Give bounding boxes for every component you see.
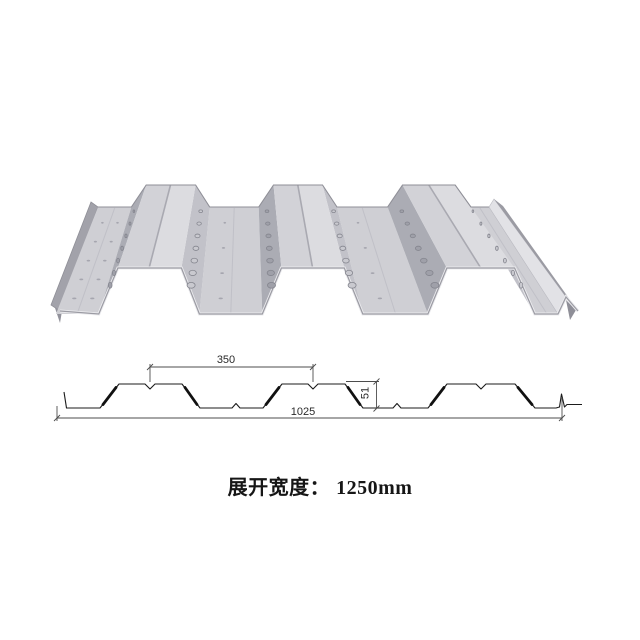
dim-label-rib-height: 51 bbox=[360, 387, 372, 399]
deck-front-edge-highlight bbox=[59, 266, 580, 316]
emboss-dimple-rows bbox=[107, 209, 524, 289]
emboss-dimple bbox=[198, 209, 203, 213]
rib-top-left-facet bbox=[402, 185, 481, 268]
emboss-dimple bbox=[495, 245, 499, 251]
emboss-dimple bbox=[425, 269, 434, 276]
emboss-dimple bbox=[347, 281, 357, 289]
deck-right-edge-hook bbox=[566, 300, 576, 320]
valley-emboss-tick bbox=[356, 221, 360, 224]
deck-valley bbox=[56, 207, 132, 314]
emboss-dimple bbox=[194, 233, 201, 239]
deck-valley bbox=[199, 207, 263, 314]
emboss-dimple bbox=[116, 257, 120, 264]
rib-top-groove bbox=[148, 184, 172, 269]
profile-outline bbox=[63, 383, 582, 409]
valley-emboss-tick bbox=[72, 297, 77, 300]
deck-3d-render bbox=[50, 184, 580, 323]
emboss-dimple bbox=[344, 269, 354, 276]
dim-label-top-pitch: 350 bbox=[217, 354, 235, 366]
valley-emboss-tick bbox=[93, 240, 97, 243]
emboss-dimple bbox=[107, 281, 113, 289]
dimension-rib-height bbox=[346, 378, 380, 412]
emboss-dimple bbox=[132, 209, 136, 213]
valley-emboss-tick bbox=[220, 272, 224, 274]
emboss-dimple bbox=[339, 245, 347, 251]
emboss-dimple bbox=[518, 281, 524, 289]
emboss-dimple bbox=[430, 281, 440, 289]
valley-emboss-tick bbox=[223, 221, 227, 224]
dim-label-cover-width: 1025 bbox=[291, 406, 315, 418]
valley-emboss-tick bbox=[116, 221, 119, 224]
emboss-dimple bbox=[503, 257, 507, 264]
valley-emboss-tick bbox=[90, 297, 95, 300]
valley-emboss-tick bbox=[96, 278, 101, 281]
emboss-dimple bbox=[414, 245, 422, 251]
rib-top-left-facet bbox=[117, 185, 171, 268]
dimension-top-pitch bbox=[146, 363, 317, 382]
emboss-dimple bbox=[120, 245, 124, 251]
valley-emboss-tick bbox=[101, 221, 104, 224]
emboss-dimple bbox=[334, 221, 340, 226]
emboss-dimple bbox=[471, 209, 475, 213]
emboss-dimple bbox=[124, 233, 128, 239]
emboss-dimple bbox=[336, 233, 343, 239]
emboss-dimple bbox=[265, 221, 271, 226]
deck-right-upstand-outer bbox=[494, 199, 578, 311]
valley-emboss-tick bbox=[79, 278, 84, 281]
emboss-dimple bbox=[331, 209, 336, 213]
valley-emboss-ticks bbox=[72, 221, 383, 300]
valley-emboss-tick bbox=[103, 259, 107, 262]
emboss-dimple bbox=[264, 209, 270, 213]
emboss-dimple bbox=[186, 281, 196, 289]
rib-top-groove bbox=[428, 184, 482, 269]
emboss-dimple bbox=[266, 257, 274, 264]
emboss-dimple bbox=[420, 257, 428, 264]
deck-rib bbox=[258, 184, 363, 314]
emboss-dimple bbox=[487, 233, 491, 239]
emboss-dimple bbox=[188, 269, 197, 276]
rib-top-right-facet bbox=[149, 185, 196, 268]
emboss-dimple bbox=[112, 269, 117, 276]
valley-emboss-tick bbox=[377, 297, 383, 300]
rib-top-left-facet bbox=[273, 185, 313, 268]
emboss-dimple bbox=[128, 221, 132, 226]
profile-drawing: 350 51 1025 bbox=[53, 354, 582, 422]
emboss-dimple bbox=[510, 269, 515, 276]
deck-valley bbox=[337, 207, 428, 314]
valley-emboss-tick bbox=[86, 259, 91, 262]
caption-unfolded-width: 展开宽度：1250mm bbox=[0, 471, 640, 500]
deck-valley bbox=[470, 207, 558, 314]
valley-emboss-tick bbox=[218, 297, 223, 300]
deck-front-edge bbox=[59, 267, 579, 315]
emboss-dimple bbox=[342, 257, 350, 264]
emboss-dimple bbox=[479, 221, 483, 226]
valley-stiffener-lines bbox=[76, 207, 547, 314]
emboss-dimple bbox=[196, 221, 202, 226]
emboss-dimple bbox=[266, 269, 275, 276]
valley-emboss-tick bbox=[221, 247, 226, 249]
profile-web-bold-lines bbox=[101, 386, 534, 406]
valley-emboss-tick bbox=[370, 272, 375, 274]
emboss-dimple bbox=[409, 233, 416, 239]
emboss-dimple bbox=[190, 257, 198, 264]
emboss-dimple bbox=[399, 209, 405, 213]
deck-back-edge bbox=[98, 184, 489, 208]
caption-label: 展开宽度： bbox=[227, 477, 331, 499]
emboss-dimple bbox=[404, 221, 410, 226]
rib-top-right-facet bbox=[428, 185, 515, 268]
valley-emboss-tick bbox=[363, 247, 367, 249]
emboss-dimple bbox=[267, 281, 276, 289]
emboss-dimple bbox=[265, 245, 273, 251]
rib-top-groove bbox=[297, 184, 314, 269]
dimension-cover-width bbox=[53, 398, 566, 422]
caption-value: 1250mm bbox=[336, 477, 413, 499]
emboss-dimple bbox=[265, 233, 272, 239]
emboss-dimple bbox=[192, 245, 200, 251]
valley-emboss-tick bbox=[109, 240, 113, 243]
